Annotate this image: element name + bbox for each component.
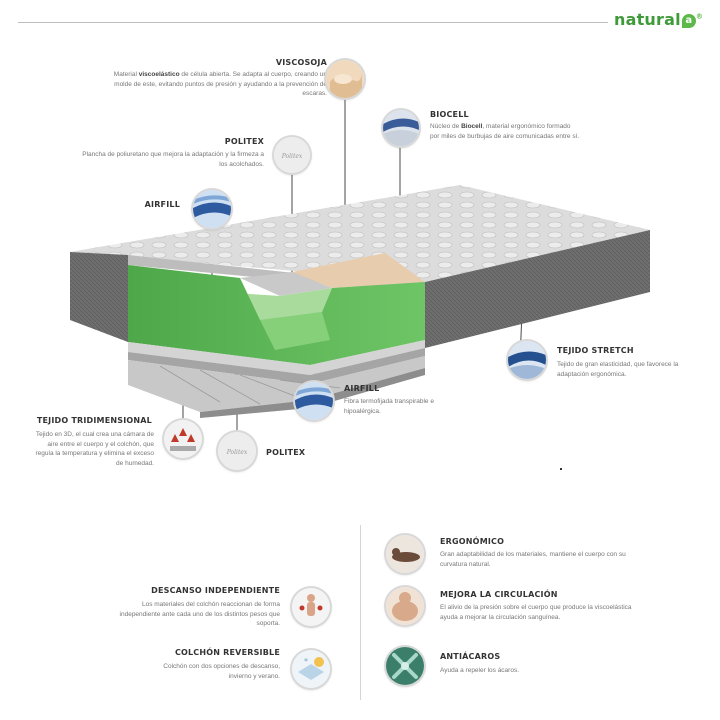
reversible-description: Colchón con dos opciones de descanso, in… (163, 663, 280, 680)
biocell-desc-bold: Biocell (461, 123, 483, 130)
brand-registered-mark: ® (695, 12, 704, 21)
politex-top-description: Plancha de poliuretano que mejora la ada… (82, 151, 264, 168)
airfill-top-title: AIRFILL (144, 200, 180, 209)
circulacion-description: El alivio de la presión sobre el cuerpo … (440, 604, 632, 621)
viscosoja-desc-bold: viscoelástico (138, 71, 180, 78)
svg-text:*: * (304, 657, 308, 666)
brand-name: natural (614, 10, 681, 29)
descanso-description: Los materiales del colchón reaccionan de… (119, 601, 280, 627)
stray-dot (560, 468, 562, 470)
viscosoja-title: VISCOSOJA (275, 58, 327, 67)
politex-fabric-icon: Politex (274, 137, 310, 173)
circulation-icon (386, 587, 424, 625)
mattress-cutaway-illustration (70, 185, 650, 418)
svg-text:Politex: Politex (226, 449, 248, 456)
circulacion-title: MEJORA LA CIRCULACIÓN (440, 590, 558, 599)
ergonomico-description: Gran adaptabilidad de los materiales, ma… (440, 551, 626, 568)
antiacaros-title: ANTIÁCAROS (440, 652, 501, 661)
3d-fabric-icon (164, 420, 202, 458)
viscosoja-description: Material viscoelástico de célula abierta… (112, 70, 327, 99)
airfill-fiber-icon (193, 190, 231, 228)
stretch-fabric-icon (508, 341, 546, 379)
header-rule (18, 22, 608, 23)
antiacaros-description: Ayuda a repeler los ácaros. (440, 667, 520, 674)
biocell-desc-pre: Núcleo de (430, 123, 462, 130)
brand-leaf-icon: a (681, 13, 696, 28)
biocell-title: BIOCELL (430, 110, 469, 119)
biocell-desc-post: , material ergonómico formado por miles … (430, 123, 580, 140)
tejido-stretch-title: TEJIDO STRETCH (557, 346, 634, 355)
ergonomic-icon (386, 535, 424, 573)
reversible-icon: * (292, 650, 330, 688)
tejido-stretch-description: Tejido de gran elasticidad, que favorece… (557, 361, 679, 378)
features-divider (360, 525, 361, 700)
tejido-tridimensional-title: TEJIDO TRIDIMENSIONAL (36, 416, 152, 425)
viscosoja-desc-pre: Material (113, 71, 139, 78)
biocell-foam-icon (383, 110, 419, 146)
biocell-description: Núcleo de Biocell, material ergonómico f… (430, 122, 580, 141)
reversible-title: COLCHÓN REVERSIBLE (174, 648, 280, 657)
viscosoja-foam-icon (326, 60, 364, 98)
politex-top-title: POLITEX (224, 137, 264, 146)
independent-rest-icon (292, 588, 330, 626)
airfill-bottom-fiber-icon (295, 382, 333, 420)
tejido-tridimensional-description: Tejido en 3D, el cual crea una cámara de… (35, 431, 154, 467)
ergonomico-title: ERGONÓMICO (440, 537, 505, 546)
descanso-title: DESCANSO INDEPENDIENTE (151, 586, 280, 595)
svg-text:Politex: Politex (281, 153, 303, 160)
politex-bottom-fabric-icon: Politex (218, 432, 256, 470)
viscosoja-desc-post: de célula abierta. Se adapta al cuerpo, … (114, 71, 327, 97)
anti-mite-icon (386, 647, 424, 685)
politex-bottom-title: POLITEX (266, 448, 306, 457)
airfill-bottom-description: Fibra termofijada transpirable e hipoalé… (344, 398, 434, 415)
airfill-bottom-title: AIRFILL (344, 384, 380, 393)
